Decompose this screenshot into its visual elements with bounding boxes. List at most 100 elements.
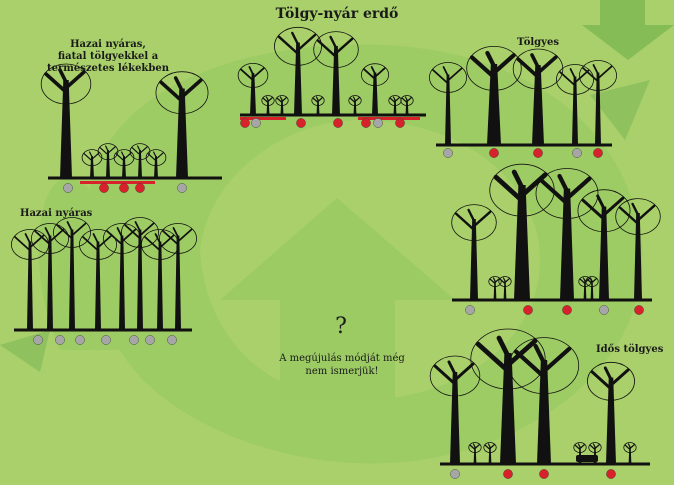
label-young-oak-line1: Hazai nyáras, [70, 39, 146, 50]
tree-branches [115, 151, 132, 162]
tree-trunk [606, 377, 616, 464]
tree-branches [159, 76, 203, 103]
ground-line [436, 143, 612, 147]
tree-trunk [572, 76, 578, 145]
regeneration-bar [80, 181, 155, 184]
label-young-oak-poplar: Hazai nyáras, fiatal tölgyekkel a termés… [28, 39, 188, 75]
tree-branches [590, 366, 630, 391]
tree-branches [516, 53, 558, 79]
tree-crown [535, 168, 599, 219]
oak-regeneration-dot [240, 118, 250, 128]
tree-trunk [47, 235, 53, 330]
oak-regeneration-dot [539, 469, 549, 479]
tree-trunk [532, 65, 544, 145]
tree-branches [277, 31, 317, 56]
poplar-regeneration-dot [129, 335, 139, 345]
unknown-regeneration-note: A megújulás módját még nem ismerjük! [262, 352, 422, 378]
tree-crown [53, 217, 92, 248]
tree-crown [573, 442, 587, 453]
tree-branches [162, 227, 193, 246]
tree-branches [618, 202, 656, 225]
tree-branches [493, 169, 548, 203]
tree-branches [316, 35, 354, 58]
tree-trunk [514, 185, 530, 300]
tree-branches [469, 443, 481, 451]
label-poplar-forest: Hazai nyáras [20, 208, 93, 219]
poplar-regeneration-dot [251, 118, 261, 128]
tree-branches [539, 173, 592, 206]
tree-trunk [372, 72, 378, 115]
tree-branches [312, 96, 324, 104]
tree-branches [624, 443, 636, 451]
oak-regeneration-dot [361, 118, 371, 128]
regeneration-dots [33, 117, 644, 479]
tree-trunk [137, 229, 143, 330]
tree-trunk [266, 99, 270, 115]
tree-trunk [599, 206, 609, 300]
tree-trunk [106, 150, 110, 178]
tree-crown [145, 149, 167, 167]
tree-branches [433, 360, 475, 386]
tree-trunk [175, 235, 181, 330]
arrow-head-top-right [582, 0, 674, 60]
tree-trunk [537, 360, 551, 464]
tree-branches [401, 96, 413, 104]
oak-regeneration-dot [593, 148, 603, 158]
tree-crown [588, 442, 602, 453]
tree-crown [512, 48, 564, 90]
tree-trunk [176, 88, 188, 178]
question-mark: ? [335, 314, 347, 339]
poplar-regeneration-dot [167, 335, 177, 345]
oak-regeneration-dot [533, 148, 543, 158]
tree-crown [578, 276, 592, 287]
tree-branches [499, 277, 511, 285]
oak-regeneration-dot [489, 148, 499, 158]
tree-branches [586, 277, 598, 285]
tree-crown [400, 95, 414, 106]
oak-regeneration-dot [503, 469, 513, 479]
label-oak-forest: Tölgyes [517, 37, 559, 48]
regeneration-bar [358, 117, 420, 120]
tree-crown [508, 337, 580, 395]
tree-branches [56, 221, 87, 240]
tree-branches [240, 66, 265, 82]
tree-trunk [250, 73, 256, 115]
tree-trunk [138, 150, 142, 178]
ground-line [240, 113, 426, 117]
tree-crown [121, 217, 160, 248]
panel-oak-understory [451, 163, 661, 302]
poplar-regeneration-dot [465, 305, 475, 315]
tree-trunk [157, 241, 163, 330]
tree-branches [83, 151, 100, 162]
tree-crown [360, 63, 390, 87]
tree-trunk [353, 99, 357, 115]
tree-trunk [119, 235, 125, 330]
tree-trunk [316, 99, 320, 115]
tree-trunk [280, 99, 284, 115]
tree-crown [498, 276, 512, 287]
tree-trunk [503, 280, 507, 300]
oak-regeneration-dot [634, 305, 644, 315]
poplar-regeneration-dot [373, 118, 383, 128]
tree-trunk [60, 80, 72, 178]
tree-trunk [488, 446, 492, 464]
poplar-regeneration-dot [450, 469, 460, 479]
oak-regeneration-dot [135, 183, 145, 193]
tree-trunk [69, 229, 75, 330]
center-up-arrow [220, 198, 455, 400]
tree-crown [579, 60, 618, 91]
tree-crown [470, 328, 546, 390]
oak-regeneration-dot [562, 305, 572, 315]
tree-branches [475, 335, 538, 374]
tree-crown [237, 63, 269, 88]
poplar-regeneration-dot [33, 335, 43, 345]
tree-trunk [500, 353, 516, 464]
poplar-regeneration-dot [55, 335, 65, 345]
tree-branches [432, 66, 463, 85]
arrow-head-right [590, 80, 650, 140]
poplar-regeneration-dot [599, 305, 609, 315]
tree-trunk [560, 188, 574, 300]
tree-trunk [332, 46, 340, 115]
